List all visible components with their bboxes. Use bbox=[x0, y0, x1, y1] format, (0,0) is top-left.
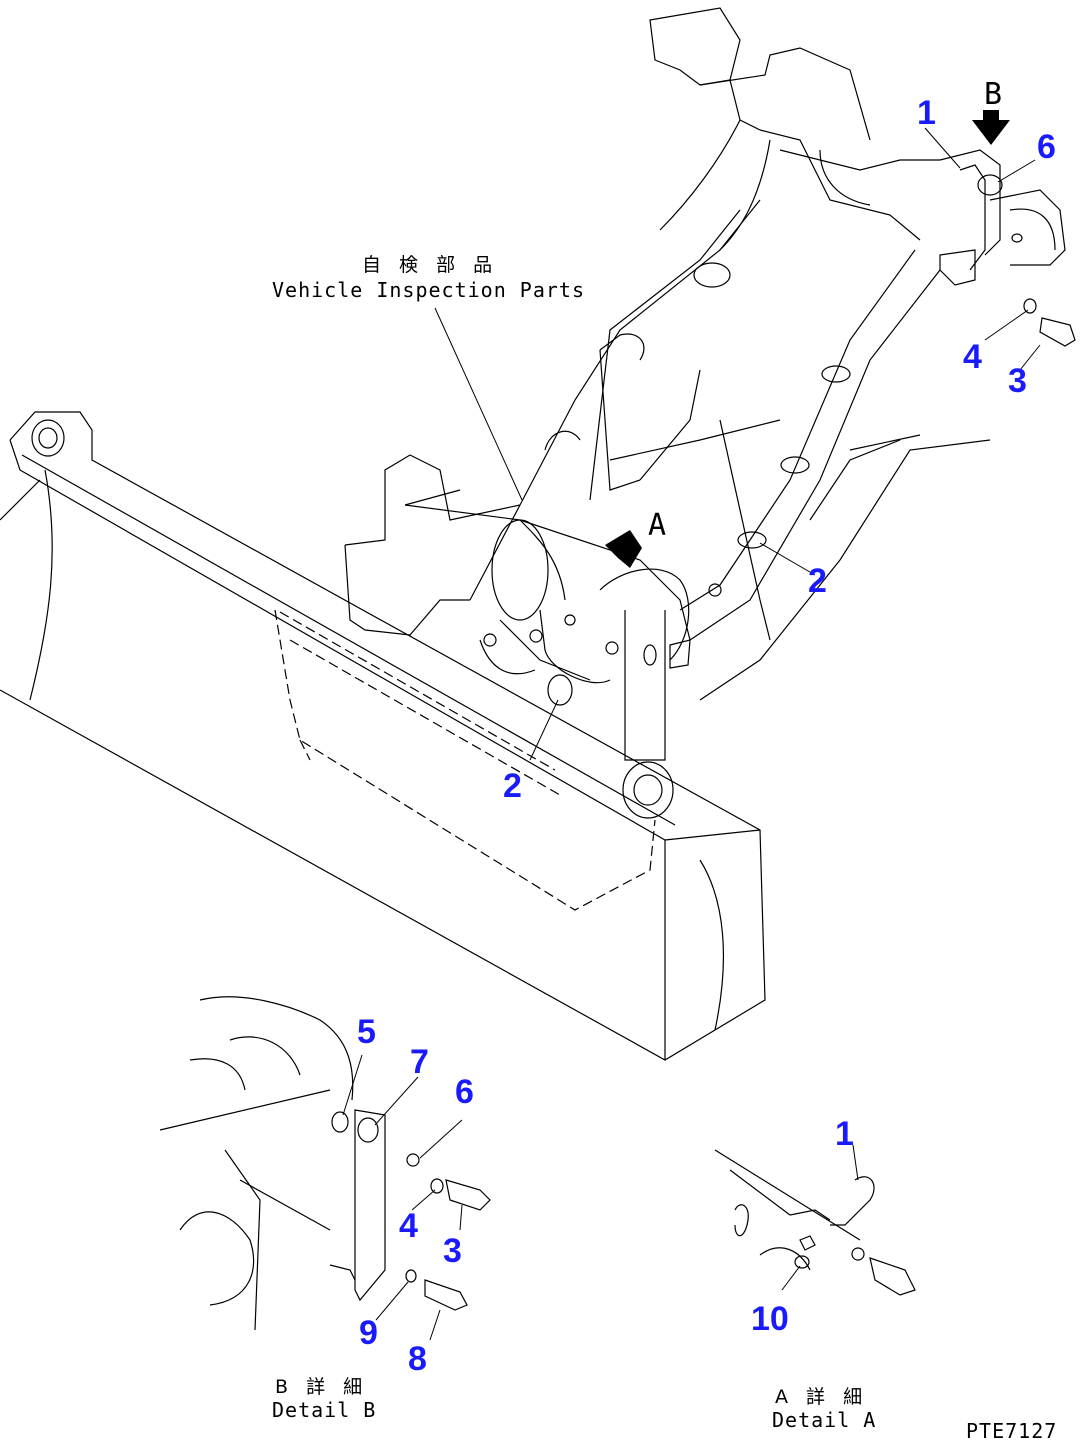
inspection-label-jp: 自 検 部 品 bbox=[362, 254, 498, 276]
view-a-arrow bbox=[605, 530, 642, 568]
callout-4-detail-b: 4 bbox=[399, 1207, 418, 1245]
callout-8-detail-b: 8 bbox=[408, 1340, 427, 1378]
callout-4-main: 4 bbox=[963, 338, 982, 376]
callout-5-detail-b: 5 bbox=[357, 1013, 376, 1051]
callout-2-lower: 2 bbox=[503, 767, 522, 805]
view-a-letter: A bbox=[648, 508, 666, 543]
callout-6-main: 6 bbox=[1037, 128, 1056, 166]
view-b-letter: B bbox=[984, 77, 1002, 112]
callout-9-detail-b: 9 bbox=[359, 1314, 378, 1352]
callout-3-main: 3 bbox=[1008, 362, 1027, 400]
callout-1-main: 1 bbox=[917, 94, 936, 132]
callout-3-detail-b: 3 bbox=[443, 1232, 462, 1270]
callout-1-detail-a: 1 bbox=[835, 1115, 854, 1153]
view-b-arrow bbox=[972, 110, 1010, 145]
callout-2-right: 2 bbox=[808, 562, 827, 600]
callouts: 1 6 4 3 2 2 5 7 6 4 3 9 8 1 10 bbox=[357, 94, 1056, 1378]
drawing-code: PTE7127 bbox=[966, 1419, 1057, 1443]
detail-a-title-jp: A 詳 細 bbox=[775, 1386, 868, 1408]
callout-10-detail-a: 10 bbox=[751, 1300, 789, 1338]
blade bbox=[0, 411, 766, 1061]
inspection-label-en: Vehicle Inspection Parts bbox=[272, 278, 585, 302]
detail-a-drawing bbox=[714, 1149, 916, 1296]
callout-7-detail-b: 7 bbox=[410, 1043, 429, 1081]
detail-b-drawing bbox=[159, 996, 491, 1331]
detail-a-title-en: Detail A bbox=[772, 1408, 876, 1432]
detail-b-title-jp: B 詳 細 bbox=[275, 1376, 368, 1398]
upper-frame bbox=[649, 7, 1066, 286]
center-frame bbox=[344, 199, 991, 761]
leader-lines bbox=[342, 127, 1041, 1341]
labels: B A 自 検 部 品 Vehicle Inspection Parts B 詳… bbox=[272, 77, 1057, 1443]
callout-6-detail-b: 6 bbox=[455, 1073, 474, 1111]
detail-b-title-en: Detail B bbox=[272, 1398, 376, 1422]
bolt-group-main bbox=[1023, 298, 1076, 347]
